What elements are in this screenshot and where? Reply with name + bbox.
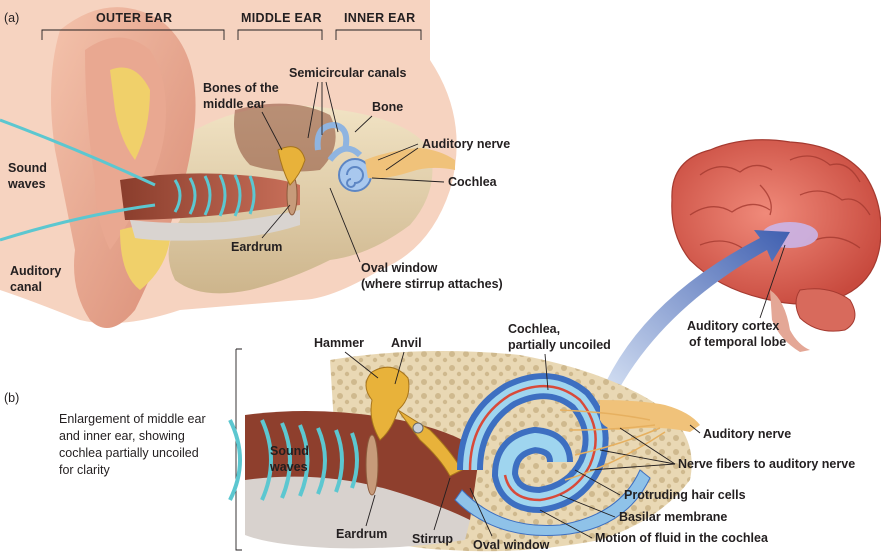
label-sound-waves-a-1: Sound xyxy=(8,161,47,175)
signal-arrow xyxy=(600,230,790,398)
caption-line-3: cochlea partially uncoiled xyxy=(59,446,199,460)
label-cochlea-a: Cochlea xyxy=(448,175,498,189)
label-hair-cells: Protruding hair cells xyxy=(624,488,746,502)
caption-line-4: for clarity xyxy=(59,463,110,477)
sound-waves-a xyxy=(0,118,256,242)
middle-ear-heading: MIDDLE EAR xyxy=(241,11,322,25)
basilar-membrane-b xyxy=(468,384,597,502)
label-bones-2: middle ear xyxy=(203,97,266,111)
label-bone: Bone xyxy=(372,100,403,114)
label-sound-waves-a-2: waves xyxy=(7,177,46,191)
temporal-bone xyxy=(168,105,433,294)
eardrum-b xyxy=(365,434,379,496)
section-brackets xyxy=(41,29,422,40)
label-cochlea-b-1: Cochlea, xyxy=(508,322,560,336)
label-semicircular-canals: Semicircular canals xyxy=(289,66,406,80)
label-oval-window-a-2: (where stirrup attaches) xyxy=(361,277,503,291)
leader-lines-a xyxy=(261,81,445,263)
panel-b: (b) Enlargement of middle ear and inner … xyxy=(4,322,855,552)
leader-lines-b xyxy=(344,351,701,539)
brain-gyri xyxy=(689,155,871,251)
label-oval-window-a-1: Oval window xyxy=(361,261,438,275)
panel-b-label: (b) xyxy=(4,391,19,405)
label-auditory-canal-2: canal xyxy=(10,280,42,294)
leader-auditory-cortex xyxy=(759,244,786,319)
canal-wall xyxy=(130,210,300,241)
label-sound-waves-b-1: Sound xyxy=(270,444,309,458)
joint-b xyxy=(412,422,424,434)
cerebellum xyxy=(795,288,856,332)
label-basilar-membrane: Basilar membrane xyxy=(619,510,727,524)
panel-b-bracket xyxy=(235,348,242,551)
cartilage-upper xyxy=(110,67,150,160)
label-cochlea-b-2: partially uncoiled xyxy=(508,338,611,352)
inner-ear-heading: INNER EAR xyxy=(344,11,415,25)
caption-line-1: Enlargement of middle ear xyxy=(59,412,206,426)
hammer-anvil-shape xyxy=(365,366,410,441)
sound-waves-b xyxy=(228,419,359,501)
label-hammer: Hammer xyxy=(314,336,364,350)
label-bones-1: Bones of the xyxy=(203,81,279,95)
label-oval-window-b: Oval window xyxy=(473,538,550,552)
label-auditory-nerve-a: Auditory nerve xyxy=(422,137,510,151)
label-nerve-fibers: Nerve fibers to auditory nerve xyxy=(678,457,855,471)
label-anvil: Anvil xyxy=(391,336,422,350)
panel-a-label: (a) xyxy=(4,11,19,25)
label-stirrup: Stirrup xyxy=(412,532,453,546)
label-auditory-canal-1: Auditory xyxy=(10,264,61,278)
cochlea-base xyxy=(454,469,651,537)
ossicles-a xyxy=(277,146,306,186)
inner-ear-a xyxy=(314,121,363,162)
label-sound-waves-b-2: waves xyxy=(269,460,308,474)
label-eardrum-b: Eardrum xyxy=(336,527,387,541)
nerve-fibers xyxy=(559,409,666,481)
label-eardrum-a: Eardrum xyxy=(231,240,282,254)
outer-ear-heading: OUTER EAR xyxy=(96,11,172,25)
cartilage-lower xyxy=(120,226,170,290)
caption-line-2: and inner ear, showing xyxy=(59,429,185,443)
auditory-nerve-b xyxy=(600,400,700,432)
panel-a: (a) OUTER EAR MIDDLE EAR INNER EAR Sound… xyxy=(0,0,510,329)
label-auditory-nerve-b: Auditory nerve xyxy=(703,427,791,441)
brainstem xyxy=(770,290,810,352)
label-auditory-cortex-2: of temporal lobe xyxy=(689,335,786,349)
auditory-nerve-a xyxy=(365,148,455,179)
label-fluid-motion: Motion of fluid in the cochlea xyxy=(595,531,769,545)
label-auditory-cortex-1: Auditory cortex xyxy=(687,319,779,333)
middle-ear-cavity xyxy=(234,103,336,172)
